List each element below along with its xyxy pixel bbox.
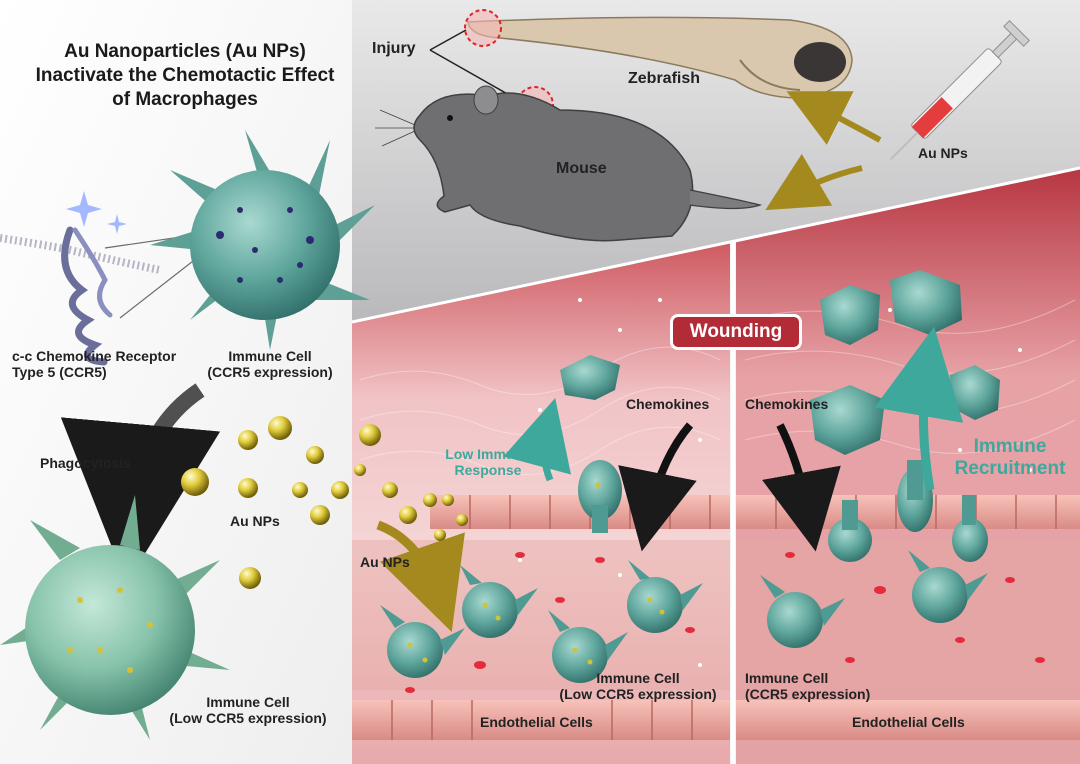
au-nps-left-label: Au NPs	[230, 513, 280, 529]
chemokines-arrow-right	[762, 423, 841, 552]
chemokines-middle-label: Chemokines	[626, 396, 710, 412]
immune-cell-low-ccr5-label-line-1: Immune Cell	[206, 694, 290, 710]
middle-immune-cell-label-line-2: (Low CCR5 expression)	[559, 686, 717, 703]
immune-cell-low-ccr5-large	[0, 495, 230, 740]
ccr5-receptor-label: c-c Chemokine Receptor Type 5 (CCR5)	[12, 348, 176, 380]
red-blood-cells	[405, 552, 1045, 693]
injury-pointer-line-2	[429, 49, 519, 101]
middle-immune-cells	[380, 355, 703, 683]
immune-recruitment-label: Immune Recruitment	[940, 436, 1080, 480]
zebrafish-illustration	[467, 16, 853, 99]
gold-nanoparticles	[181, 416, 468, 589]
diagram-title: Au Nanoparticles (Au NPs) Inactivate the…	[20, 40, 350, 111]
au-nps-entry-arrow	[376, 520, 465, 633]
title-line-3: of Macrophages	[112, 88, 258, 110]
mouse-label: Mouse	[556, 160, 607, 177]
middle-immune-cell-label: Immune Cell (Low CCR5 expression)	[548, 670, 728, 702]
wounding-badge: Wounding	[670, 314, 802, 350]
arrow-to-mouse	[765, 153, 863, 211]
immune-recruitment-arrow	[874, 326, 964, 491]
immune-cell-ccr5-label-line-1: Immune Cell	[228, 348, 312, 364]
injury-label: Injury	[372, 40, 416, 57]
injury-circle-zebrafish	[464, 9, 502, 47]
low-immune-response-line-2: Response	[454, 462, 522, 479]
au-nps-syringe-label: Au NPs	[918, 145, 968, 161]
immune-cell-low-ccr5-label: Immune Cell (Low CCR5 expression)	[158, 694, 338, 726]
ccr5-receptor-illustration	[0, 226, 161, 366]
top-panel-bg	[352, 0, 1080, 322]
right-immune-cell-label-line-1: Immune Cell	[745, 670, 829, 686]
zebrafish-label: Zebrafish	[628, 70, 701, 87]
title-line-2: Inactivate the Chemotactic Effect	[35, 64, 335, 86]
tissue-sparkles	[518, 298, 1032, 667]
title-line-1: Au Nanoparticles (Au NPs)	[64, 41, 306, 62]
ccr5-receptor-label-line-1: c-c Chemokine Receptor	[12, 348, 177, 364]
endothelial-cells-right-label: Endothelial Cells	[852, 714, 965, 730]
low-immune-arrow	[503, 397, 572, 482]
immune-cell-ccr5-label-line-2: (CCR5 expression)	[207, 364, 333, 381]
chemokines-right-label: Chemokines	[745, 396, 829, 412]
mouse-illustration	[375, 85, 763, 242]
right-immune-cell-label-line-2: (CCR5 expression)	[745, 686, 871, 703]
immune-cell-low-ccr5-label-line-2: (Low CCR5 expression)	[169, 710, 327, 727]
au-nps-middle-label: Au NPs	[360, 554, 410, 570]
syringe-icon	[889, 19, 1031, 161]
middle-cell-gold-dots	[407, 482, 665, 665]
immune-recruitment-line-2: Recruitment	[954, 457, 1066, 479]
panel-diagonal-divider	[351, 166, 1080, 324]
phagocytosis-label: Phagocytosis	[40, 455, 132, 471]
injury-pointer-line-1	[429, 29, 467, 51]
immune-cell-ccr5-large	[150, 130, 375, 350]
immune-recruitment-line-1: Immune	[973, 436, 1047, 457]
right-immune-cell-label: Immune Cell (CCR5 expression)	[745, 670, 870, 702]
immune-cell-ccr5-label: Immune Cell (CCR5 expression)	[200, 348, 340, 380]
middle-immune-cell-label-line-1: Immune Cell	[596, 670, 680, 686]
low-immune-response-line-1: Low Immune	[445, 446, 531, 462]
endothelial-cells-middle-label: Endothelial Cells	[480, 714, 593, 730]
arrow-to-zebrafish	[786, 91, 882, 145]
chemokines-arrow-middle	[618, 422, 697, 552]
sparkle-decoration	[66, 191, 127, 234]
low-immune-response-label: Low Immune Response	[438, 446, 538, 478]
ccr5-receptor-label-line-2: Type 5 (CCR5)	[12, 364, 107, 381]
